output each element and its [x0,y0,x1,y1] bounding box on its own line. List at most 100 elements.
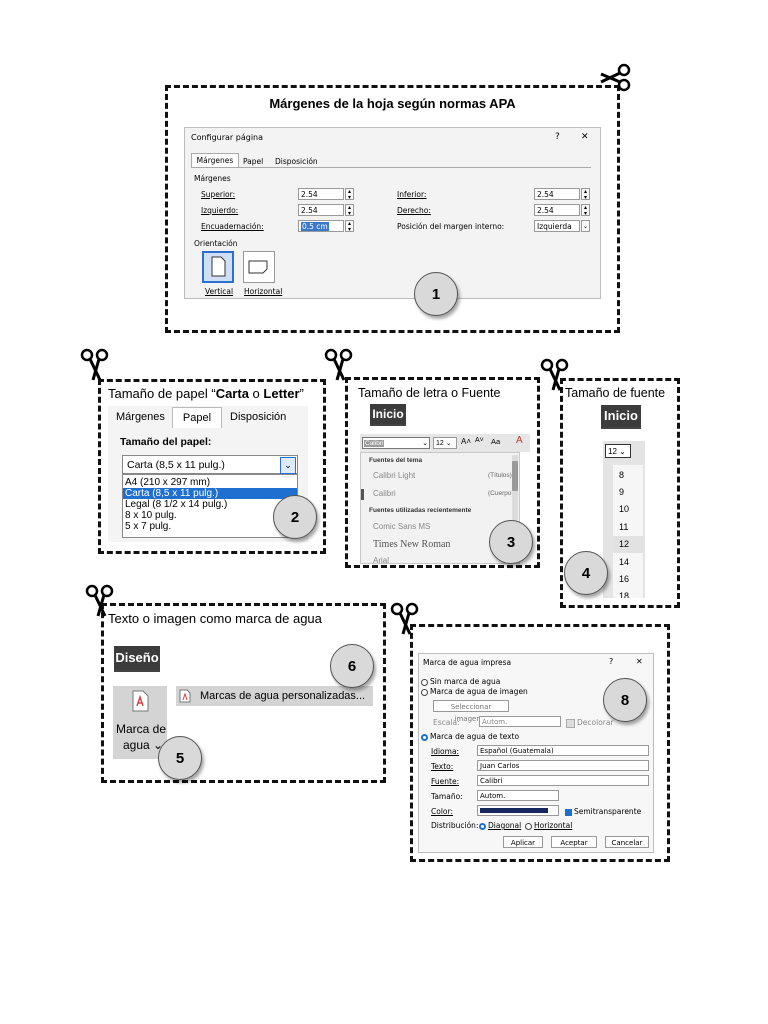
tab-inicio[interactable]: Inicio [370,404,406,426]
section3-title: Tamaño de letra o Fuente [358,386,501,400]
watermark-button[interactable]: Marca de agua ⌄ [113,686,167,759]
tab-inicio[interactable]: Inicio [601,405,641,429]
scroll-thumb[interactable] [512,461,518,491]
horizontal-option[interactable]: Horizontal [525,821,572,830]
font-size-box[interactable]: 12 ⌄ [605,444,631,458]
scale-select[interactable]: Autom. [479,716,561,727]
derecho-input[interactable]: 2.54 [534,204,580,216]
izquierdo-input[interactable]: 2.54 [298,204,344,216]
list-item[interactable]: 5 x 7 pulg. [125,521,172,532]
font-item[interactable]: Times New Roman [373,539,451,550]
change-case-button[interactable]: Aa [491,437,501,446]
washout-checkbox[interactable]: Decolorar [566,718,614,728]
tab-paper[interactable]: Papel [172,407,222,428]
tab-paper[interactable]: Papel [243,157,264,166]
scissors-icon [85,584,114,617]
gutter-spinner[interactable]: ▴▾ [345,220,354,233]
tab-diseno[interactable]: Diseño [114,646,160,672]
chevron-down-icon[interactable]: ⌄ [422,440,428,447]
size-item[interactable]: 9 [619,487,625,497]
scissors-icon [600,63,631,92]
paper-size-select[interactable]: Carta (8,5 x 11 pulg.) ⌄ [122,455,298,474]
tab-layout[interactable]: Disposición [230,411,287,423]
font-name-value: Calibri [364,440,385,447]
grow-font-button[interactable]: A˄ [461,437,472,446]
font-item[interactable]: Calibri [373,489,396,498]
superior-spinner[interactable]: ▴▾ [345,188,354,201]
size-item-selected[interactable]: 12 [613,536,643,553]
checkbox-icon[interactable] [566,718,575,728]
radio-off[interactable] [421,678,428,686]
clear-format-icon[interactable]: A [516,435,523,446]
checkbox-checked-icon[interactable] [565,808,572,816]
size-item[interactable]: 14 [619,557,630,567]
tab-margins[interactable]: Márgenes [116,411,165,423]
language-label: Idioma: [431,747,460,756]
size-item[interactable]: 8 [619,470,625,480]
inferior-input[interactable]: 2.54 [534,188,580,200]
font-role: (Títulos) [488,472,512,479]
size-item[interactable]: 16 [619,574,630,584]
custom-watermark-menu-item[interactable]: Marcas de agua personalizadas... [176,686,373,706]
title-part: ” [299,386,304,401]
gutter-input[interactable]: 0.5 cm [298,220,344,232]
select-image-button[interactable]: Seleccionar imagen... [433,700,509,723]
scissors-icon [324,348,353,381]
radio-on[interactable] [479,822,486,830]
size-select[interactable]: Autom. [477,790,559,801]
font-item[interactable]: Calibri Light [373,471,416,480]
font-select[interactable]: Calibri [477,775,649,786]
font-size-box[interactable]: 12 ⌄ [433,437,457,449]
size-item[interactable]: 18 [619,591,630,598]
text-select[interactable]: Juan Carlos [477,760,649,771]
text-watermark-option[interactable]: Marca de agua de texto [421,732,519,741]
list-item-selected[interactable]: Carta (8,5 x 11 pulg.) [123,488,297,499]
color-select[interactable] [477,805,559,816]
inferior-spinner[interactable]: ▴▾ [581,188,590,201]
apply-button[interactable]: Aplicar [503,836,543,848]
font-item[interactable]: Arial [373,556,390,564]
close-icon[interactable]: ✕ [581,132,589,142]
section5-title: Texto o imagen como marca de agua [108,611,322,626]
chevron-down-icon[interactable]: ⌄ [280,457,296,474]
help-icon[interactable]: ? [555,132,560,142]
size-item[interactable]: 10 [619,504,630,514]
cancel-button[interactable]: Cancelar [605,836,649,848]
derecho-spinner[interactable]: ▴▾ [581,204,590,217]
size-item[interactable]: 11 [619,522,629,532]
tab-margins[interactable]: Márgenes [191,153,239,168]
radio-off[interactable] [421,688,428,696]
checkbox-label: Decolorar [577,718,614,727]
superior-input[interactable]: 2.54 [298,188,344,200]
scrollbar[interactable] [512,455,518,563]
accept-button[interactable]: Aceptar [551,836,597,848]
list-item[interactable]: Legal (8 1/2 x 14 pulg.) [125,499,228,510]
shrink-font-button[interactable]: A˅ [475,437,484,444]
watermark-button-label: Marca de [116,722,167,736]
help-icon[interactable]: ? [609,657,614,666]
no-watermark-option[interactable]: Sin marca de agua [421,677,500,686]
chevron-down-icon[interactable]: ⌄ [581,220,590,232]
list-item[interactable]: 8 x 10 pulg. [125,510,177,521]
title-letter: Letter [263,386,300,401]
landscape-option[interactable] [243,251,275,283]
font-item[interactable]: Comic Sans MS [373,522,431,531]
semitransparent-checkbox[interactable]: Semitransparente [565,807,641,816]
izquierdo-spinner[interactable]: ▴▾ [345,204,354,217]
option-label: Diagonal [488,821,522,830]
tab-layout[interactable]: Disposición [275,157,318,166]
image-watermark-option[interactable]: Marca de agua de imagen [421,687,528,696]
language-select[interactable]: Español (Guatemala) [477,745,649,756]
diagonal-option[interactable]: Diagonal [479,821,521,830]
superior-label: Superior: [201,190,236,199]
portrait-option[interactable] [202,251,234,283]
gutter-position-select[interactable]: Izquierda [534,220,580,232]
list-item[interactable]: A4 (210 x 297 mm) [125,477,211,488]
close-icon[interactable]: ✕ [636,657,643,666]
radio-on[interactable] [421,733,428,741]
radio-off[interactable] [525,822,532,830]
font-name-box[interactable]: Calibri ⌄ [362,437,430,449]
scissors-icon [390,602,419,635]
group-margins-label: Márgenes [194,174,231,183]
dialog-title: Configurar página [191,133,264,142]
